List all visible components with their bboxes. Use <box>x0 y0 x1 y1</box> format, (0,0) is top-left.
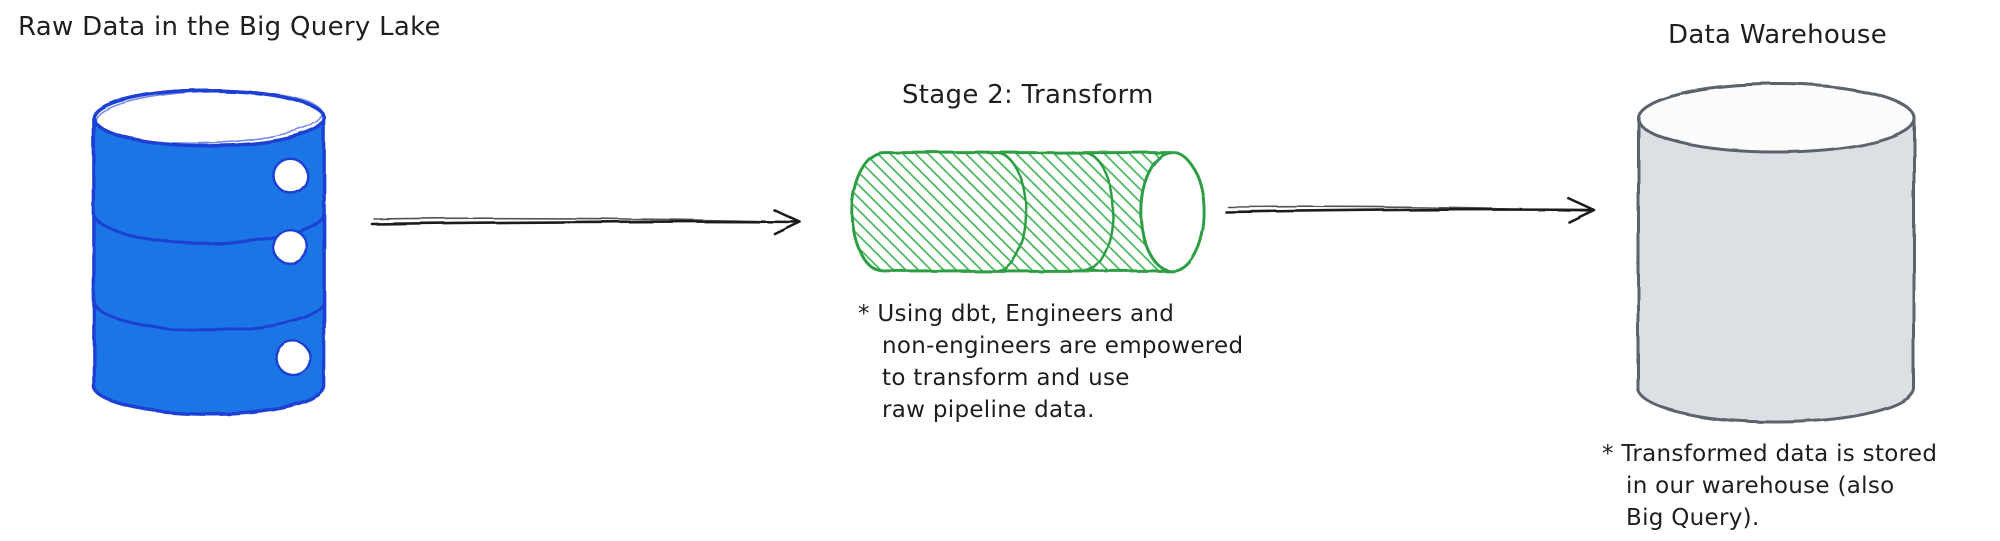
arrow-transform-to-warehouse-icon <box>1224 196 1596 224</box>
warehouse-note-line: Big Query). <box>1626 505 1760 531</box>
transform-note-line: non-engineers are empowered <box>882 333 1244 359</box>
warehouse-note: * Transformed data is stored in our ware… <box>1602 438 1937 534</box>
transform-note-line: raw pipeline data. <box>882 397 1095 423</box>
warehouse-note-line: * Transformed data is stored <box>1602 441 1938 467</box>
transform-note: * Using dbt, Engineers and non-engineers… <box>858 298 1243 426</box>
data-warehouse-cylinder-icon <box>1636 82 1916 424</box>
transform-pipe-icon <box>850 151 1206 273</box>
transform-note-line: to transform and use <box>882 365 1130 391</box>
transform-note-line: * Using dbt, Engineers and <box>858 301 1175 327</box>
warehouse-note-line: in our warehouse (also <box>1626 473 1895 499</box>
warehouse-title: Data Warehouse <box>1668 20 1888 50</box>
lake-title: Raw Data in the Big Query Lake <box>18 12 441 42</box>
arrow-lake-to-transform-icon <box>370 208 802 236</box>
data-lake-cylinder-icon <box>92 88 326 416</box>
transform-title: Stage 2: Transform <box>902 80 1154 110</box>
